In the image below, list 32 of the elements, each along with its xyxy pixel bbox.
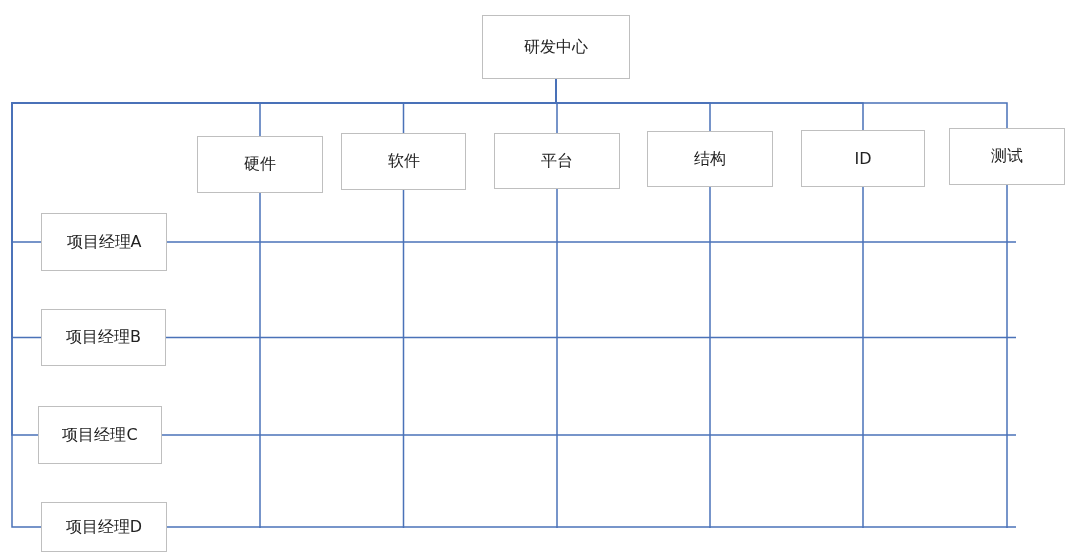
box-label: 平台 [541, 150, 573, 172]
function-box [647, 131, 773, 187]
manager-box [41, 213, 167, 271]
matrix-line [709, 186, 711, 529]
box-label: ID [854, 149, 872, 168]
matrix-line [166, 526, 1017, 528]
matrix-line [556, 188, 558, 529]
box-label: 硬件 [244, 154, 276, 175]
matrix-line [259, 192, 261, 529]
box-label: 项目经理B [66, 327, 141, 348]
box-label: 测试 [991, 146, 1023, 167]
department-box [482, 15, 630, 79]
matrix-line [165, 336, 1017, 339]
manager-box [41, 502, 167, 552]
box-label: 项目经理A [66, 231, 142, 253]
matrix-line [402, 189, 405, 529]
function-box [949, 128, 1065, 185]
function-box [197, 136, 323, 193]
box-label: 软件 [387, 151, 420, 172]
manager-box [38, 406, 162, 464]
box-label: 结构 [694, 148, 726, 170]
manager-box [41, 309, 166, 366]
function-box [494, 133, 620, 189]
matrix-line [166, 241, 1017, 243]
matrix-line [161, 434, 1017, 436]
function-box [341, 133, 466, 190]
box-label: 项目经理C [62, 424, 138, 446]
box-label: 项目经理D [65, 516, 143, 538]
matrix-line [1006, 184, 1008, 529]
function-box [801, 130, 925, 187]
matrix-line [862, 186, 864, 529]
box-label: 研发中心 [524, 36, 588, 58]
